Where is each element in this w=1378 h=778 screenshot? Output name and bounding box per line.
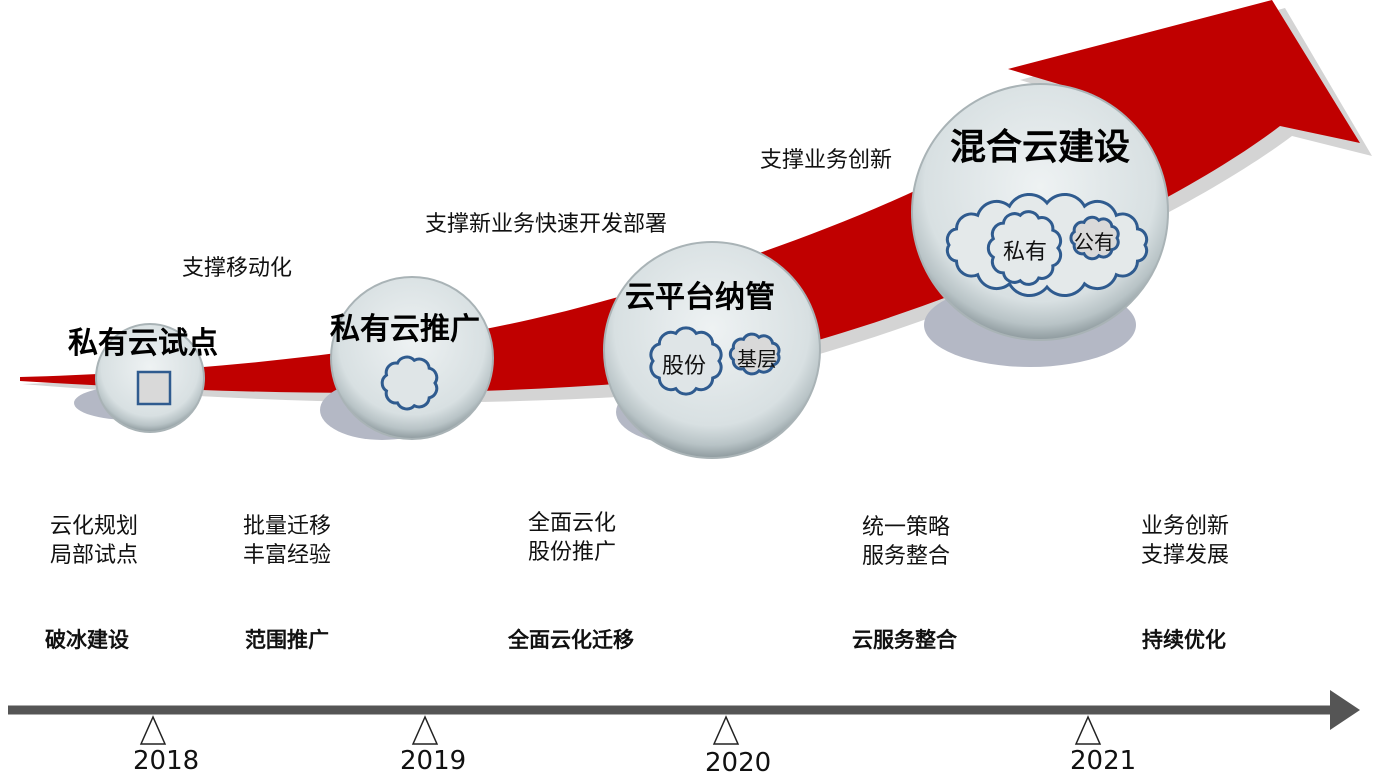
stage-phase: 全面云化迁移: [508, 628, 634, 652]
milestone-title: 云平台纳管: [625, 280, 775, 315]
cloud-icon: [986, 210, 1063, 286]
cloud-icon: [1069, 215, 1120, 261]
year-label: 2018: [133, 746, 200, 776]
square-icon: [136, 370, 172, 406]
stage-desc: 全面云化股份推广: [528, 511, 617, 565]
cloud-icon: [649, 326, 723, 396]
cloud-label: 股份: [662, 354, 707, 379]
support-label: 支撑新业务快速开发部署: [425, 212, 668, 237]
year-label: 2019: [400, 746, 467, 776]
year-marker-2021: [1074, 715, 1102, 745]
cloud-icon: [728, 332, 781, 376]
year-label: 2021: [1070, 746, 1137, 776]
stage-desc: 统一策略服务整合: [862, 515, 951, 569]
milestone-title: 混合云建设: [950, 127, 1131, 168]
support-label: 支撑业务创新: [760, 148, 893, 173]
timeline-arrowhead: [1330, 690, 1360, 730]
stage-phase: 破冰建设: [45, 628, 129, 652]
stage-phase: 范围推广: [245, 628, 329, 652]
year-marker-2019: [411, 715, 439, 745]
stage-phase: 持续优化: [1142, 628, 1226, 652]
year-marker-2020: [712, 715, 740, 745]
support-label: 支撑移动化: [182, 256, 293, 281]
milestone-title: 私有云推广: [330, 312, 480, 347]
stage-desc: 云化规划局部试点: [50, 514, 139, 568]
year-marker-2018: [139, 715, 167, 745]
stage-desc: 业务创新支撑发展: [1141, 514, 1230, 568]
milestone-title: 私有云试点: [68, 326, 218, 361]
stage-phase: 云服务整合: [852, 628, 957, 652]
cloud-label: 公有: [1074, 230, 1114, 254]
cloud-label: 私有: [1003, 240, 1048, 265]
cloud-label: 基层: [737, 347, 777, 371]
cloud-icon: [380, 355, 439, 411]
year-label: 2020: [705, 748, 772, 778]
stage-desc: 批量迁移丰富经验: [243, 514, 332, 568]
